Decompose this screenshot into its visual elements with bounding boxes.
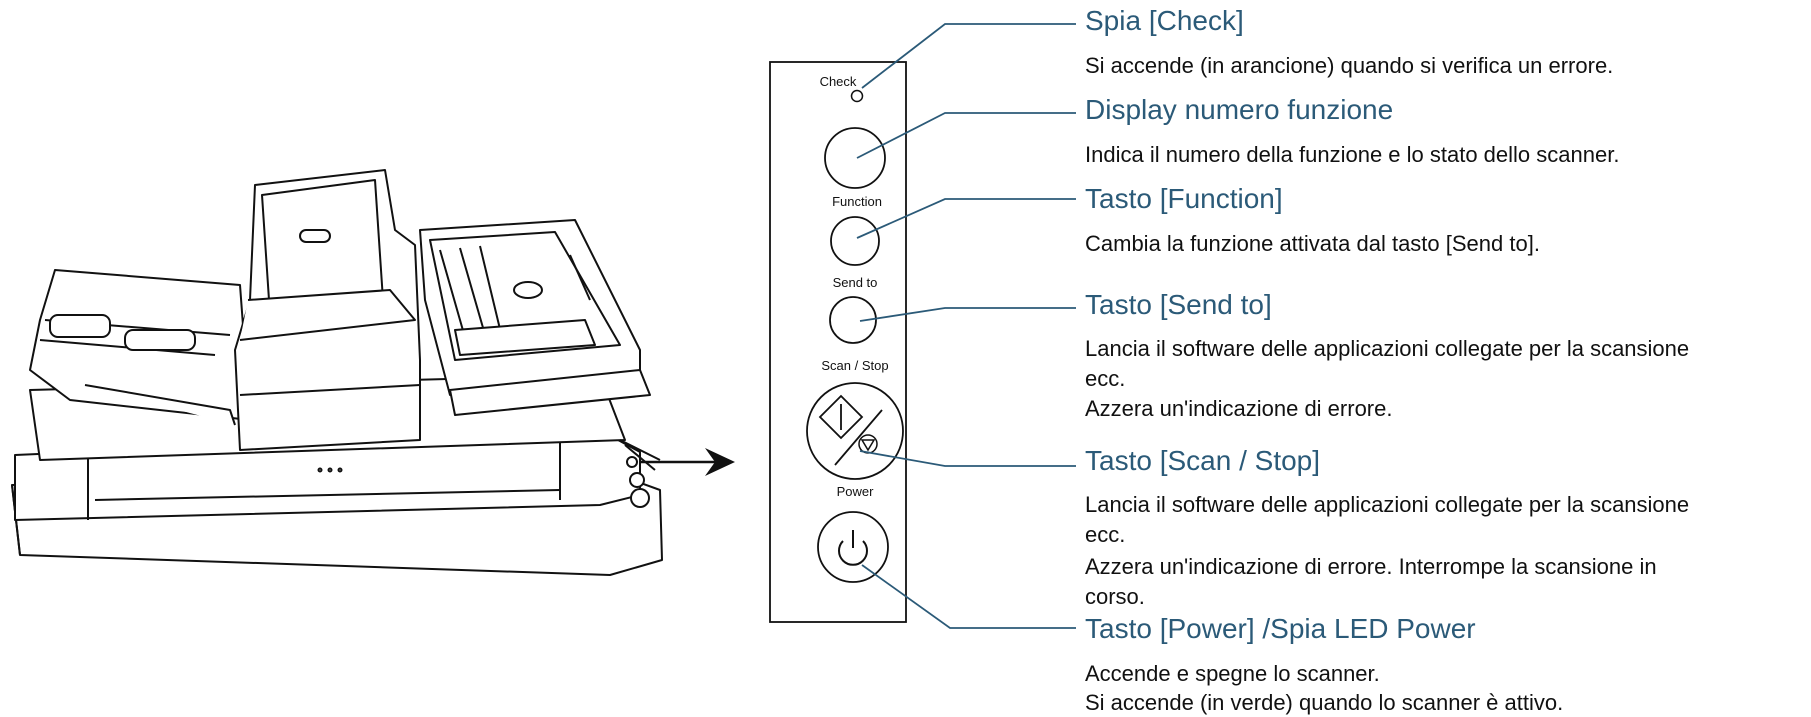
leader-line-function [856,198,1076,239]
send-to-button[interactable] [829,296,877,344]
scan-stop-label: Scan / Stop [821,358,888,373]
scan-stop-divider [834,409,883,466]
callout-desc-scan-stop-4: corso. [1085,584,1145,609]
function-number-display [824,127,886,189]
leader-line-power [861,564,1076,629]
arrow-head [705,448,735,476]
leader-line-scan-stop [859,450,1076,467]
callout-desc-scan-stop-1: Lancia il software delle applicazioni co… [1085,492,1690,517]
callout-title-scan-stop: Tasto [Scan / Stop] [1085,445,1321,476]
callout-desc-display: Indica il numero della funzione e lo sta… [1085,142,1620,167]
power-icon [838,530,868,566]
callout-desc-function: Cambia la funzione attivata dal tasto [S… [1085,231,1540,256]
check-label: Check [820,74,857,89]
callout-title-send-to: Tasto [Send to] [1085,289,1272,320]
callout-desc-scan-stop-3: Azzera un'indicazione di errore. Interro… [1085,554,1657,579]
callout-title-power: Tasto [Power] /Spia LED Power [1085,613,1476,644]
callout-desc-send-to-3: Azzera un'indicazione di errore. [1085,396,1393,421]
function-label: Function [832,194,882,209]
callout-desc-power-1: Accende e spegne lo scanner. [1085,661,1380,686]
send-to-label: Send to [833,275,878,290]
leader-line-display [856,112,1076,159]
callout-title-function: Tasto [Function] [1085,183,1283,214]
start-diamond-icon [818,394,864,440]
leader-line-check [861,23,1076,89]
check-led [850,89,864,103]
callout-desc-scan-stop-2: ecc. [1085,522,1126,547]
callout-title-check: Spia [Check] [1085,5,1244,36]
callout-desc-power-2: Si accende (in verde) quando lo scanner … [1085,690,1564,715]
function-button[interactable] [830,216,880,266]
callout-desc-check: Si accende (in arancione) quando si veri… [1085,53,1614,78]
callout-title-display: Display numero funzione [1085,94,1394,125]
callout-desc-send-to-1: Lancia il software delle applicazioni co… [1085,336,1690,361]
scan-stop-button[interactable] [806,382,904,480]
scanner-illustration [11,169,663,576]
callout-desc-send-to-2: ecc. [1085,366,1126,391]
leader-line-send-to [859,307,1076,322]
power-label: Power [837,484,875,499]
